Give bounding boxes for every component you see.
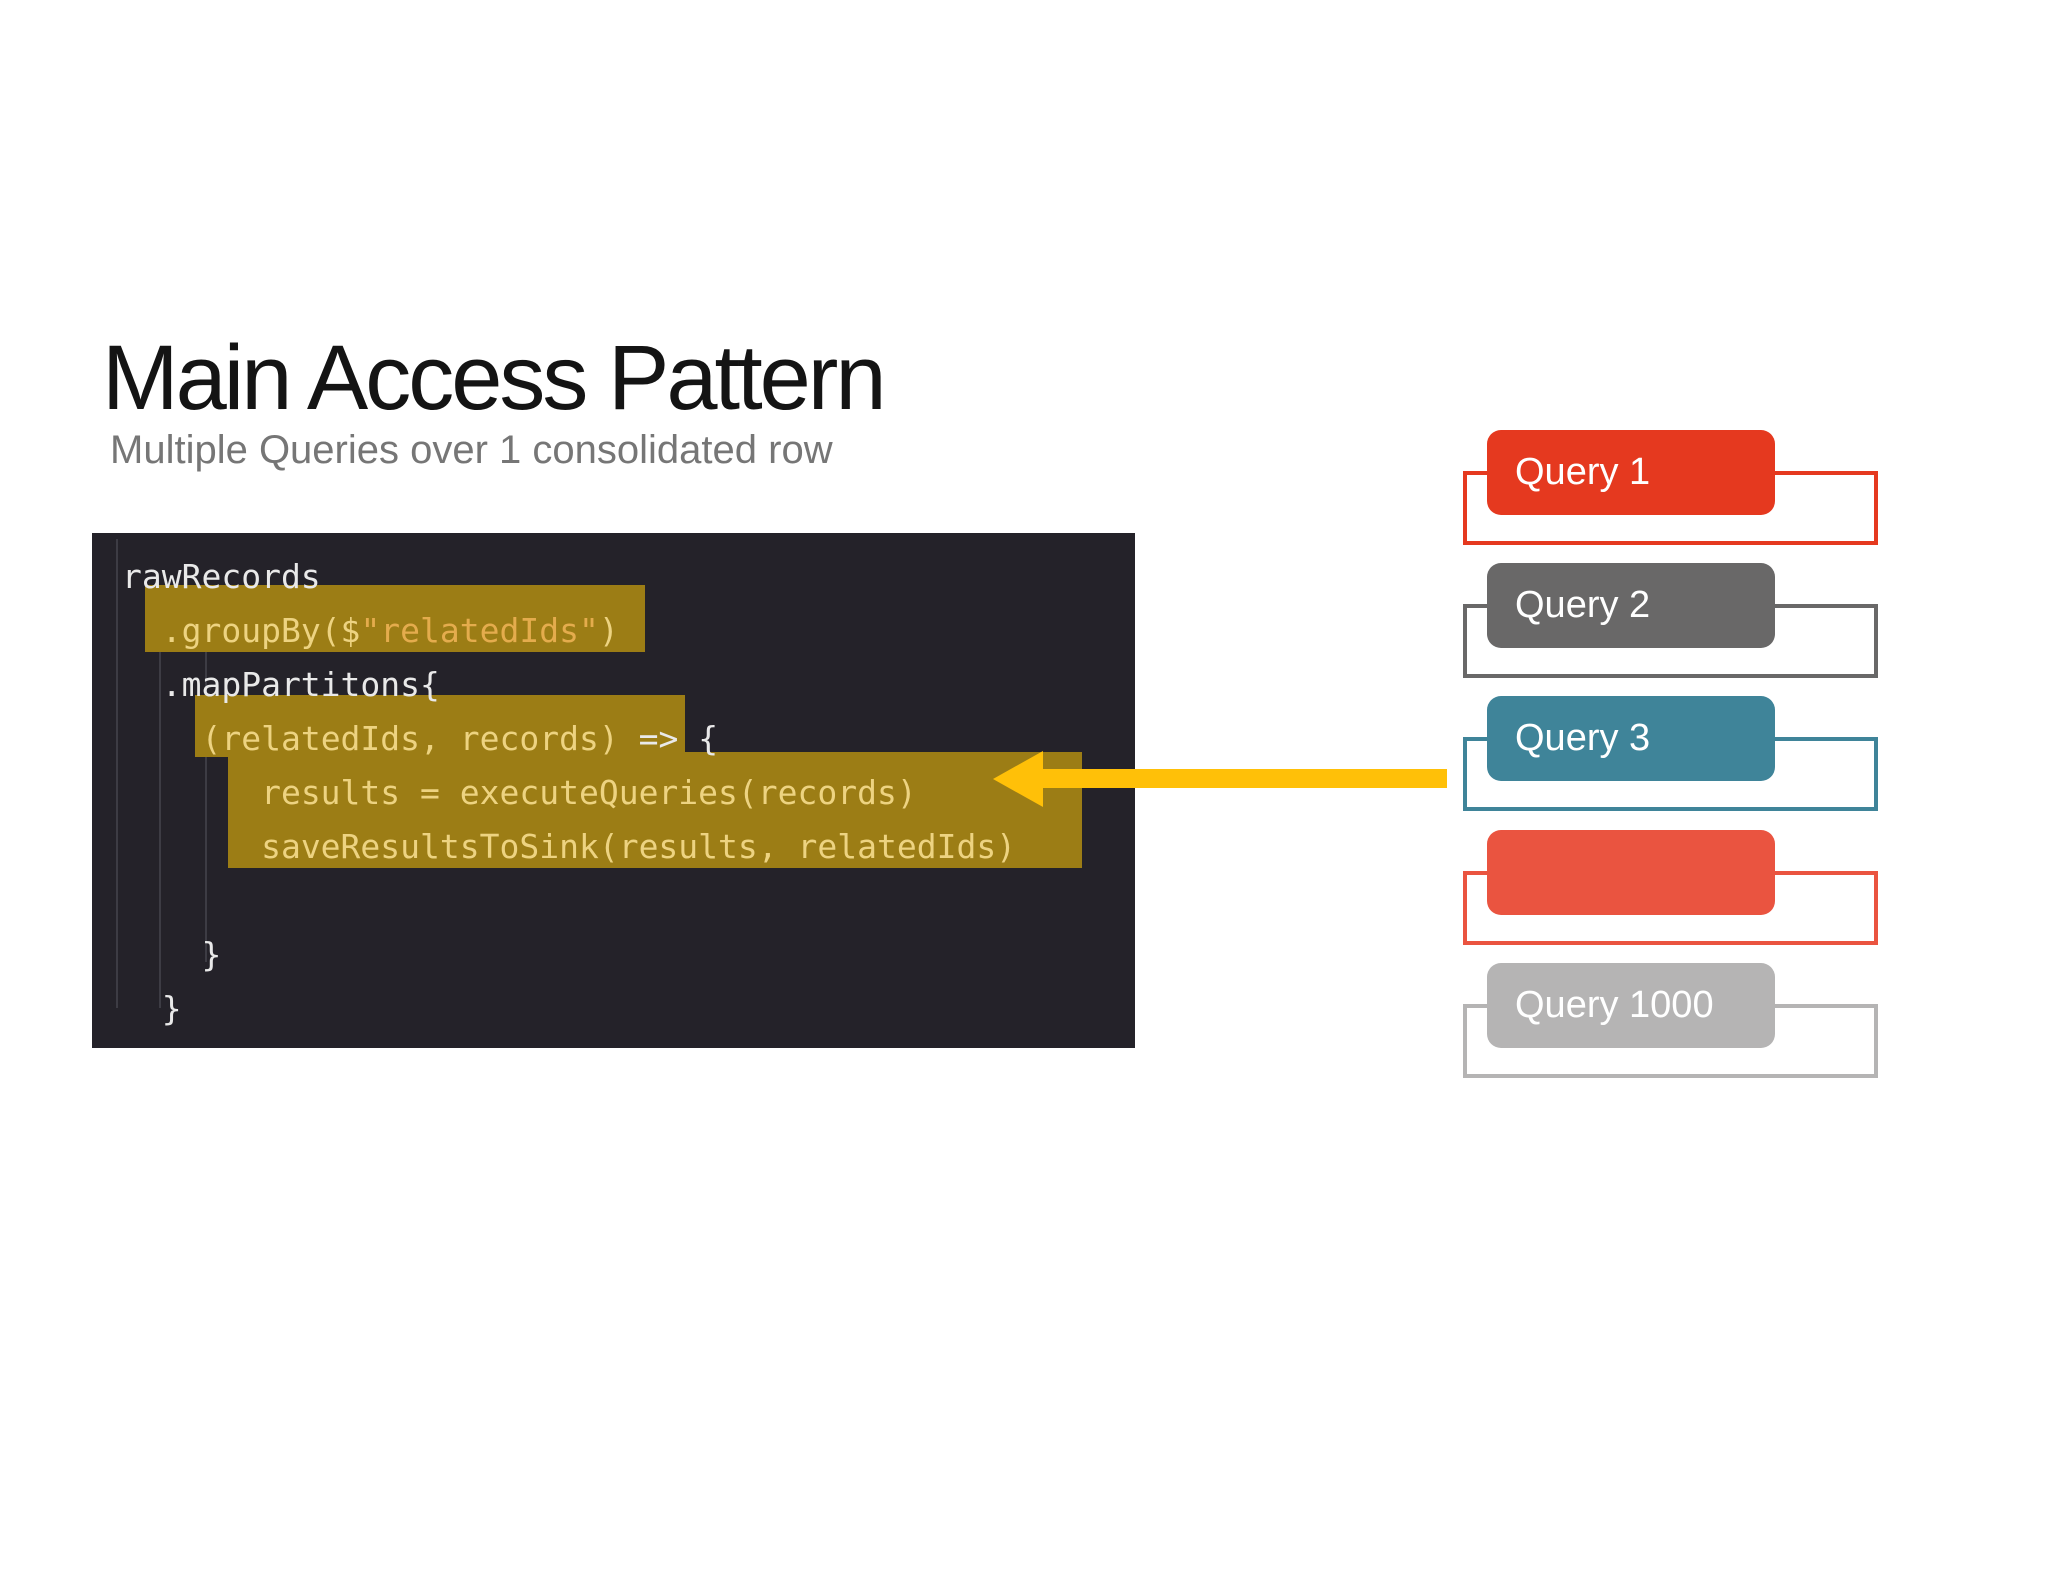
code-segment (122, 773, 261, 812)
code-line: (relatedIds, records) => { (122, 712, 1016, 766)
code-highlight-groupby (145, 585, 645, 652)
code-line: rawRecords (122, 550, 1016, 604)
code-text: rawRecords .groupBy($"relatedIds") .mapP… (122, 550, 1016, 1036)
arrow-left-icon (993, 751, 1043, 807)
slide-subtitle: Multiple Queries over 1 consolidated row (110, 428, 833, 472)
query-row: Query 1000 (1463, 963, 1879, 1096)
code-segment: .groupBy($ (161, 611, 361, 650)
code-segment: "relatedIds" (360, 611, 599, 650)
query-box: Query 1000 (1487, 963, 1775, 1048)
query-label: Query 2 (1515, 584, 1651, 626)
code-line: .groupBy($"relatedIds") (122, 604, 1016, 658)
code-segment: .mapPartitons{ (122, 665, 440, 704)
code-line: } (122, 982, 1016, 1036)
code-segment (122, 611, 162, 650)
code-highlight-execute-save (228, 752, 1082, 868)
code-line: } (122, 928, 1016, 982)
query-label: Query 1000 (1515, 984, 1714, 1026)
code-segment: } (122, 935, 222, 974)
indent-guide (205, 645, 207, 962)
query-stack: Query 1 Query 2 Query 3 Query 1000 (1463, 430, 1879, 1085)
code-segment (122, 719, 201, 758)
query-label: Query 1 (1515, 451, 1651, 493)
code-block: rawRecords .groupBy($"relatedIds") .mapP… (92, 533, 1135, 1048)
query-box (1487, 830, 1775, 915)
code-segment: => { (618, 719, 719, 758)
code-segment: } (122, 989, 182, 1028)
query-row: Query 3 (1463, 696, 1879, 829)
code-line: saveResultsToSink(results, relatedIds) (122, 820, 1016, 874)
code-segment: results = executeQueries(records) (261, 773, 917, 812)
arrow-shaft (1041, 769, 1447, 788)
code-segment: (relatedIds, records) (201, 719, 619, 758)
code-highlight-lambda-args (195, 695, 685, 757)
code-segment: ) (598, 611, 619, 650)
query-label: Query 3 (1515, 717, 1651, 759)
code-segment (122, 827, 261, 866)
indent-guide (116, 539, 118, 1008)
code-line (122, 874, 1016, 928)
code-segment: rawRecords (122, 557, 321, 596)
code-line: .mapPartitons{ (122, 658, 1016, 712)
query-box: Query 2 (1487, 563, 1775, 648)
code-line: results = executeQueries(records) (122, 766, 1016, 820)
code-segment (122, 881, 142, 920)
query-row (1463, 830, 1879, 963)
query-row: Query 1 (1463, 430, 1879, 563)
slide-title: Main Access Pattern (102, 327, 887, 429)
code-segment: saveResultsToSink(results, relatedIds) (261, 827, 1017, 866)
query-row: Query 2 (1463, 563, 1879, 696)
query-box: Query 1 (1487, 430, 1775, 515)
query-box: Query 3 (1487, 696, 1775, 781)
indent-guide (159, 591, 161, 1008)
